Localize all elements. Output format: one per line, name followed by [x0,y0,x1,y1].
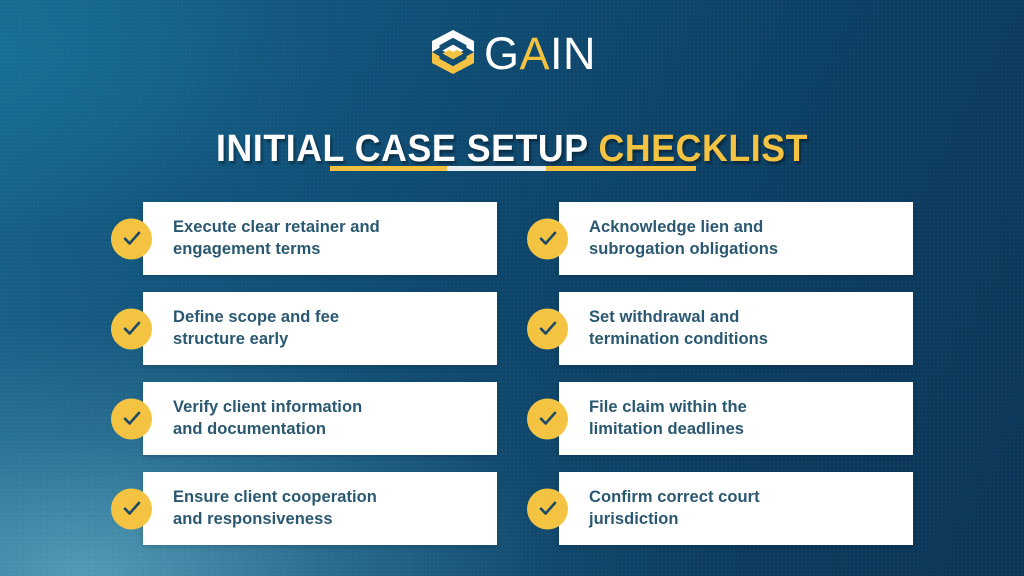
checklist-item[interactable]: File claim within the limitation deadline… [527,382,913,455]
checklist-item-label: Ensure client cooperation and responsiven… [173,487,377,531]
title-divider [330,166,696,171]
checklist-grid: Execute clear retainer and engagement ter… [0,202,1024,545]
brand-name-accent: A [519,27,551,79]
divider-segment-left [330,166,448,171]
checklist-item[interactable]: Confirm correct court jurisdiction [527,472,913,545]
checkmark-icon [527,488,568,529]
checkmark-icon [527,218,568,259]
page-title-accent: CHECKLIST [598,128,809,171]
checklist-item-line1: Ensure client cooperation [173,487,377,506]
checklist-item[interactable]: Ensure client cooperation and responsiven… [111,472,497,545]
checklist-item-line2: and documentation [173,419,327,438]
checkmark-icon [111,308,152,349]
page-title-main: INITIAL CASE SETUP [215,128,589,171]
checklist-item-label: Set withdrawal and termination conditions [589,307,768,351]
checklist-item-line2: jurisdiction [589,509,679,528]
checkmark-icon [111,398,152,439]
checklist-item-label: File claim within the limitation deadline… [589,397,747,441]
checklist-item-line1: Verify client information [173,397,363,416]
checkmark-icon [527,308,568,349]
checklist-item-line2: termination conditions [589,329,768,348]
checkmark-icon [111,218,152,259]
checklist-item-label: Confirm correct court jurisdiction [589,487,760,531]
checklist-item-line1: Execute clear retainer and [173,217,380,236]
checklist-item[interactable]: Set withdrawal and termination conditions [527,292,913,365]
page-title: INITIAL CASE SETUP CHECKLIST [31,130,994,168]
checklist-item-label: Execute clear retainer and engagement ter… [173,217,380,261]
divider-segment-right [545,166,696,171]
gain-hexagon-logo-icon [428,28,478,76]
checklist-item-line1: Define scope and fee [173,307,340,326]
checklist-item-line1: Set withdrawal and [589,307,740,326]
checklist-item[interactable]: Define scope and fee structure early [111,292,497,365]
brand-name-part1: G [483,27,520,79]
checklist-item-label: Verify client information and documentati… [173,397,362,441]
checklist-item[interactable]: Execute clear retainer and engagement ter… [111,202,497,275]
checklist-item-line2: and responsiveness [173,509,333,528]
checklist-item[interactable]: Acknowledge lien and subrogation obligati… [527,202,913,275]
checklist-item-line1: File claim within the [589,397,747,416]
divider-segment-center [447,166,546,171]
checklist-item-line1: Confirm correct court [589,487,760,506]
checklist-item-line2: engagement terms [173,239,321,258]
brand-wordmark: GAIN [484,31,596,76]
checklist-item-label: Define scope and fee structure early [173,307,339,351]
checklist-item-line2: subrogation obligations [589,239,779,258]
checklist-item[interactable]: Verify client information and documentati… [111,382,497,455]
checklist-item-line2: structure early [173,329,289,348]
brand-name-part2: IN [550,27,597,79]
brand-logo: GAIN [0,26,1024,78]
checklist-item-line2: limitation deadlines [589,419,745,438]
checklist-item-label: Acknowledge lien and subrogation obligati… [589,217,778,261]
checklist-item-line1: Acknowledge lien and [589,217,764,236]
checkmark-icon [527,398,568,439]
checkmark-icon [111,488,152,529]
